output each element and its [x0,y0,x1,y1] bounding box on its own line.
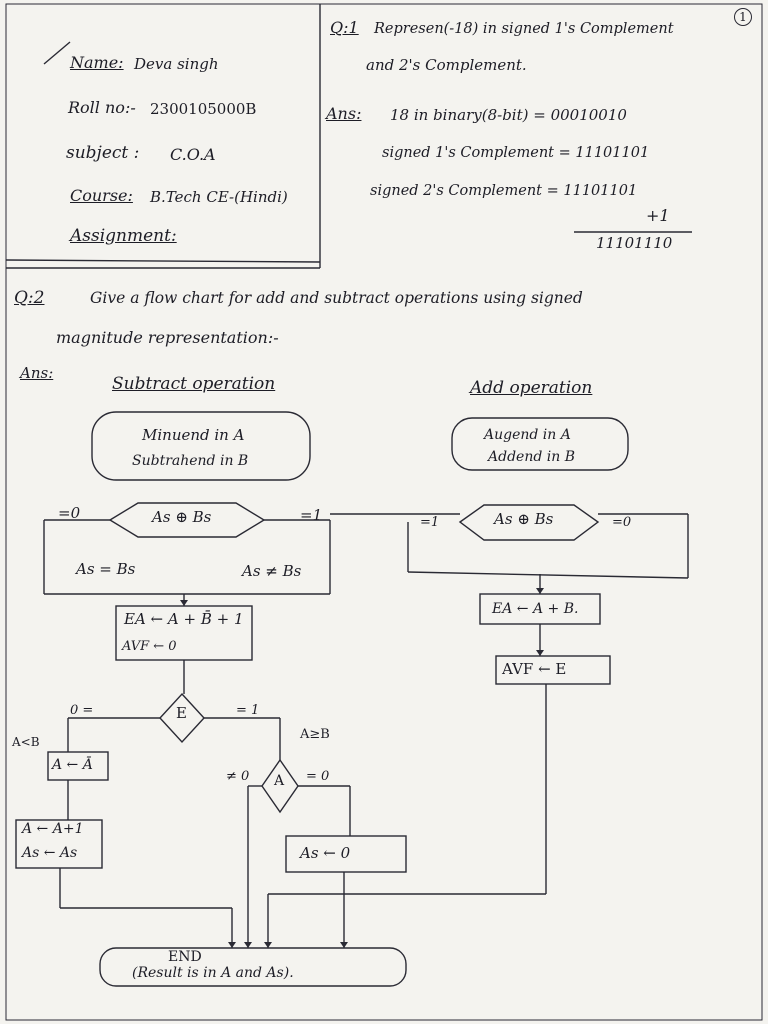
sub-decision-label: As ⊕ Bs [152,508,212,526]
q2-question-line1: Give a flow chart for add and subtract o… [90,289,583,307]
e-one-label: = 1 [236,703,260,718]
name-value: Deva singh [134,55,219,73]
q2-answer-label: Ans: [20,364,54,382]
course-value: B.Tech CE-(Hindi) [150,188,288,206]
sub-ea-line2: AVF ← 0 [122,639,177,654]
assignment-label: Assignment: [70,226,177,246]
sub-eq1-label: =1 [300,506,323,524]
a-neq0-label: ≠ 0 [226,769,250,784]
q1-result: 11101110 [596,234,673,252]
a-decision-label: A [274,773,285,789]
add-eq0-label: =0 [612,515,632,530]
sub-start-line2: Subtrahend in B [132,453,249,469]
a-ge-b-label: A≥B [300,727,330,742]
q1-binary-line: 18 in binary(8-bit) = 00010010 [390,106,627,124]
add-ea-label: EA ← A + B. [492,601,579,617]
course-label: Course: [70,186,133,205]
add-avf-label: AVF ← E [502,660,567,678]
roll-value: 2300105000B [150,100,257,118]
as-neq-bs-label: As ≠ Bs [242,562,302,580]
q1-plus-one: +1 [646,206,670,225]
as-eq-bs-label: As = Bs [76,560,136,578]
sub-eq0-label: =0 [58,504,81,522]
add-start-line1: Augend in A [484,427,571,443]
complement-box-label: A ← Ā [52,757,93,773]
subject-label: subject : [66,143,140,163]
q1-twos-complement: signed 2's Complement = 11101101 [370,183,638,199]
add-title: Add operation [470,378,593,398]
end-line2: (Result is in A and As). [132,965,294,981]
q1-answer-label: Ans: [326,104,362,123]
subject-value: C.O.A [170,145,216,164]
sub-ea-line1: EA ← A + B̄ + 1 [124,610,244,628]
add-eq1-label: =1 [420,515,440,530]
sub-start-line1: Minuend in A [142,426,245,444]
q1-ones-complement: signed 1's Complement = 11101101 [382,145,650,161]
end-line1: END [168,949,202,965]
name-label: Name: [70,53,124,72]
q1-question-line2: and 2's Complement. [366,56,527,74]
e-zero-label: 0 = [70,703,94,718]
as-zero-box-label: As ← 0 [300,844,351,862]
a-eq0-label: = 0 [306,769,330,784]
inc-line2: As ← As [22,845,78,861]
q1-question-line1: Represen(-18) in signed 1's Complement [374,21,674,37]
a-lt-b-label: A<B [12,735,40,749]
q2-label: Q:2 [14,288,45,308]
roll-label: Roll no:- [68,98,136,117]
q2-question-line2: magnitude representation:- [56,328,279,347]
add-decision-label: As ⊕ Bs [494,510,554,528]
inc-line1: A ← A+1 [22,821,84,837]
q1-label: Q:1 [330,18,359,37]
page-number: 1 [734,8,752,26]
e-decision-label: E [176,704,187,722]
add-start-line2: Addend in B [488,449,575,465]
subtract-title: Subtract operation [112,374,276,394]
